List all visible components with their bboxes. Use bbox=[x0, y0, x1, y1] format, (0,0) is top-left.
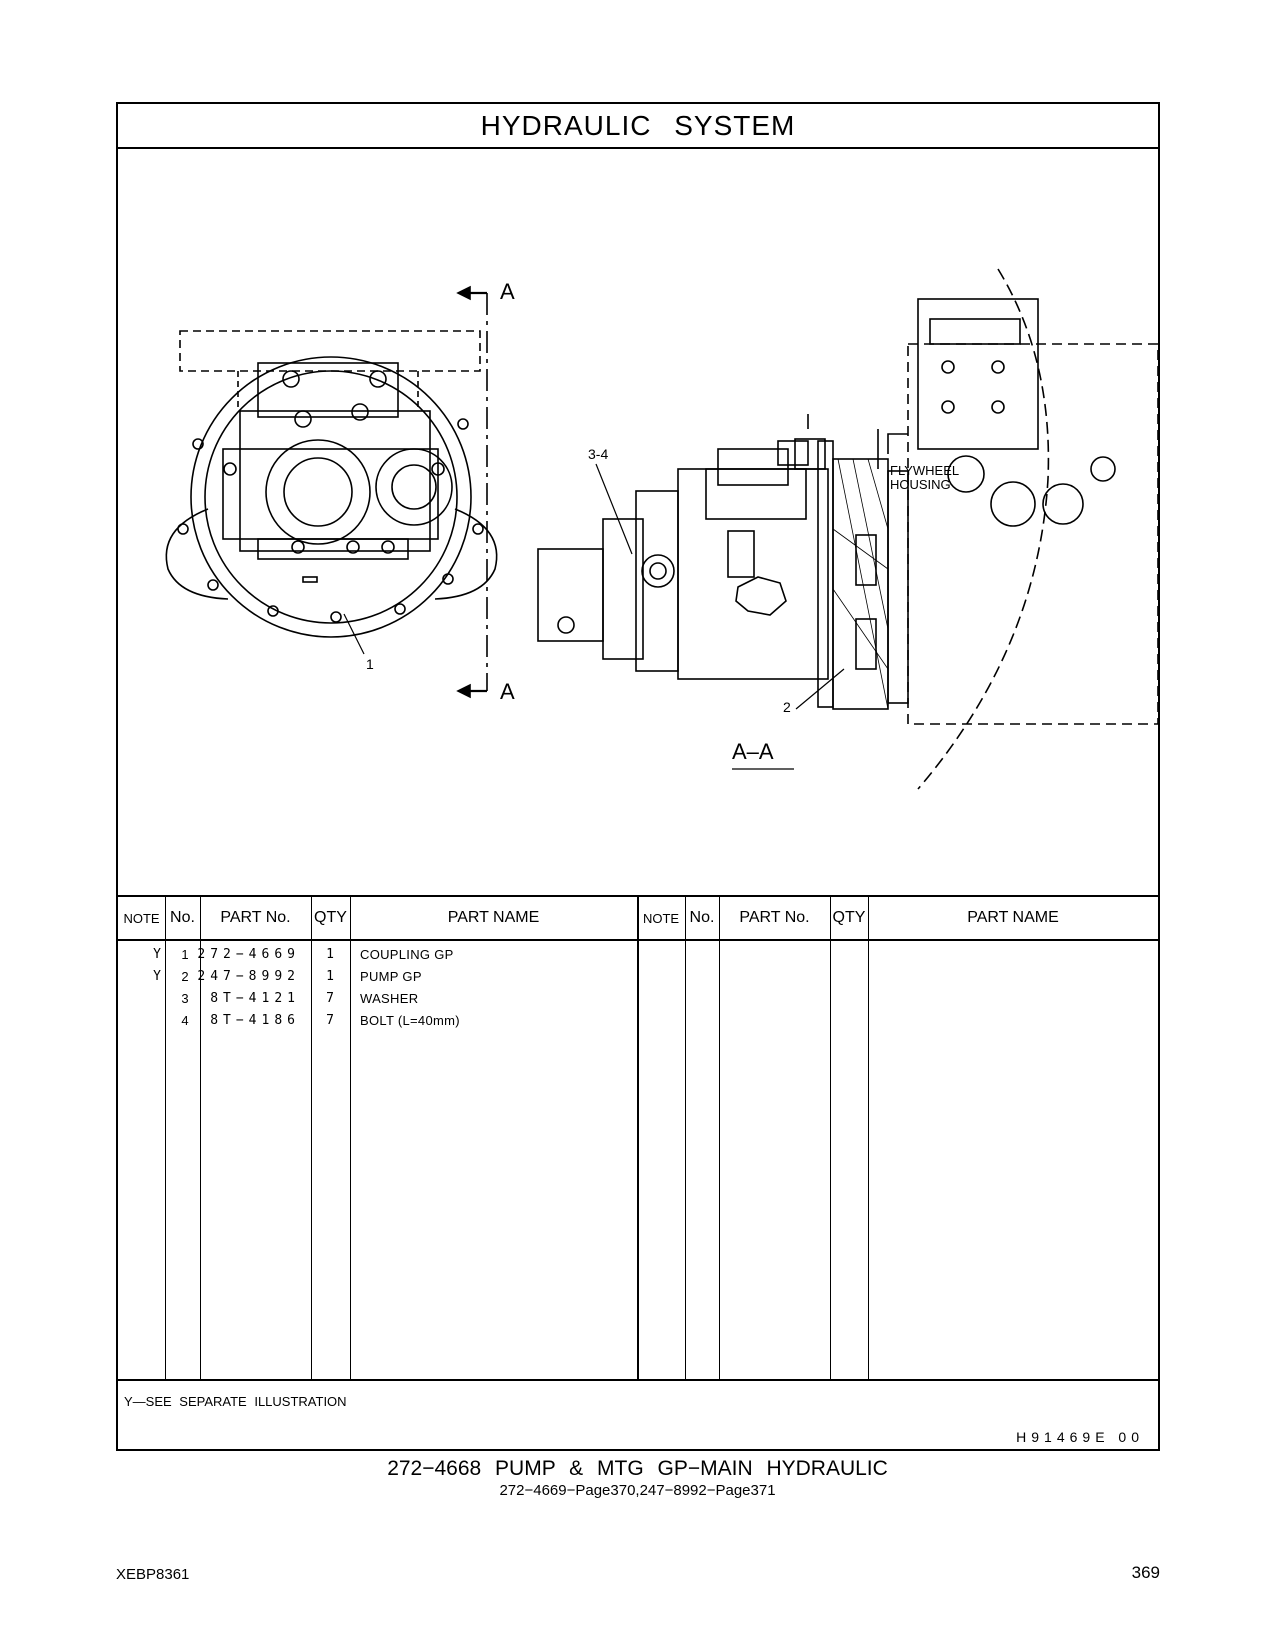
row-part-no: 8T−4121 bbox=[210, 991, 300, 1006]
pump-mounting-drawing: A A A–A 3-4 1 2 FLYWHEEL HOUSING bbox=[165, 268, 1158, 790]
row-part-no: 247−8992 bbox=[197, 969, 300, 984]
header-qty-left: QTY bbox=[314, 909, 347, 926]
section-title: HYDRAULIC SYSTEM bbox=[118, 104, 1158, 149]
row-qty: 1 bbox=[326, 969, 334, 984]
parts-table-body: Y 1 272−4669 1 COUPLING GP Y 2 247−8992 … bbox=[118, 941, 1158, 1381]
row-part-name: WASHER bbox=[360, 991, 419, 1006]
table-row: 3 8T−4121 7 WASHER bbox=[118, 989, 1158, 1011]
callout-1: 2 bbox=[783, 699, 791, 715]
flywheel-label-line2: HOUSING bbox=[890, 477, 951, 492]
group-caption: 272−4668 PUMP & MTG GP−MAIN HYDRAULIC bbox=[387, 1457, 888, 1480]
document-id: XEBP8361 bbox=[116, 1566, 190, 1583]
header-part-no-left: PART No. bbox=[220, 909, 291, 926]
row-no: 1 bbox=[181, 947, 189, 962]
row-no: 4 bbox=[181, 1013, 189, 1028]
pump-side-section-view bbox=[537, 268, 1158, 790]
parts-illustration: A A A–A 3-4 1 2 FLYWHEEL HOUSING bbox=[118, 149, 1158, 897]
flywheel-label-line1: FLYWHEEL bbox=[890, 463, 959, 478]
row-no: 2 bbox=[181, 969, 189, 984]
table-row: Y 1 272−4669 1 COUPLING GP bbox=[118, 945, 1158, 967]
row-part-no: 8T−4186 bbox=[210, 1013, 300, 1028]
row-part-name: PUMP GP bbox=[360, 969, 422, 984]
header-part-name-right: PART NAME bbox=[967, 909, 1059, 926]
footnote: Y—SEE SEPARATE ILLUSTRATION bbox=[124, 1394, 347, 1409]
illustration-code: H91469E 00 bbox=[1016, 1429, 1144, 1445]
header-no-right: No. bbox=[689, 909, 715, 926]
row-qty: 7 bbox=[326, 991, 334, 1006]
parts-table-header: NOTE No. PART No. QTY PART NAME NOTE No.… bbox=[118, 897, 1158, 941]
section-view-label: A–A bbox=[732, 739, 774, 764]
header-part-no-right: PART No. bbox=[739, 909, 810, 926]
section-marker-top: A bbox=[500, 279, 515, 304]
page-number: 369 bbox=[1131, 1563, 1160, 1582]
row-qty: 7 bbox=[326, 1013, 334, 1028]
parts-page-frame: HYDRAULIC SYSTEM bbox=[116, 102, 1160, 1451]
row-note: Y bbox=[153, 969, 161, 984]
row-qty: 1 bbox=[326, 947, 334, 962]
table-row: Y 2 247−8992 1 PUMP GP bbox=[118, 967, 1158, 989]
callout-3-4: 1 bbox=[366, 656, 374, 672]
header-note-left: NOTE bbox=[123, 910, 160, 926]
pump-end-view bbox=[165, 330, 498, 638]
header-qty-right: QTY bbox=[832, 909, 866, 926]
header-note-right: NOTE bbox=[642, 910, 680, 926]
section-line-a-a bbox=[456, 285, 488, 699]
row-part-name: COUPLING GP bbox=[360, 947, 454, 962]
section-marker-bottom: A bbox=[500, 679, 515, 704]
callout-leaders bbox=[343, 463, 845, 770]
callout-2: 3-4 bbox=[588, 446, 608, 462]
row-part-name: BOLT (L=40mm) bbox=[360, 1013, 460, 1028]
row-no: 3 bbox=[181, 991, 189, 1006]
header-no-left: No. bbox=[170, 909, 195, 926]
row-note: Y bbox=[153, 947, 161, 962]
table-row: 4 8T−4186 7 BOLT (L=40mm) bbox=[118, 1011, 1158, 1033]
header-part-name-left: PART NAME bbox=[447, 909, 540, 926]
group-sub-caption: 272−4669−Page370,247−8992−Page371 bbox=[499, 1482, 776, 1499]
row-part-no: 272−4669 bbox=[197, 947, 300, 962]
